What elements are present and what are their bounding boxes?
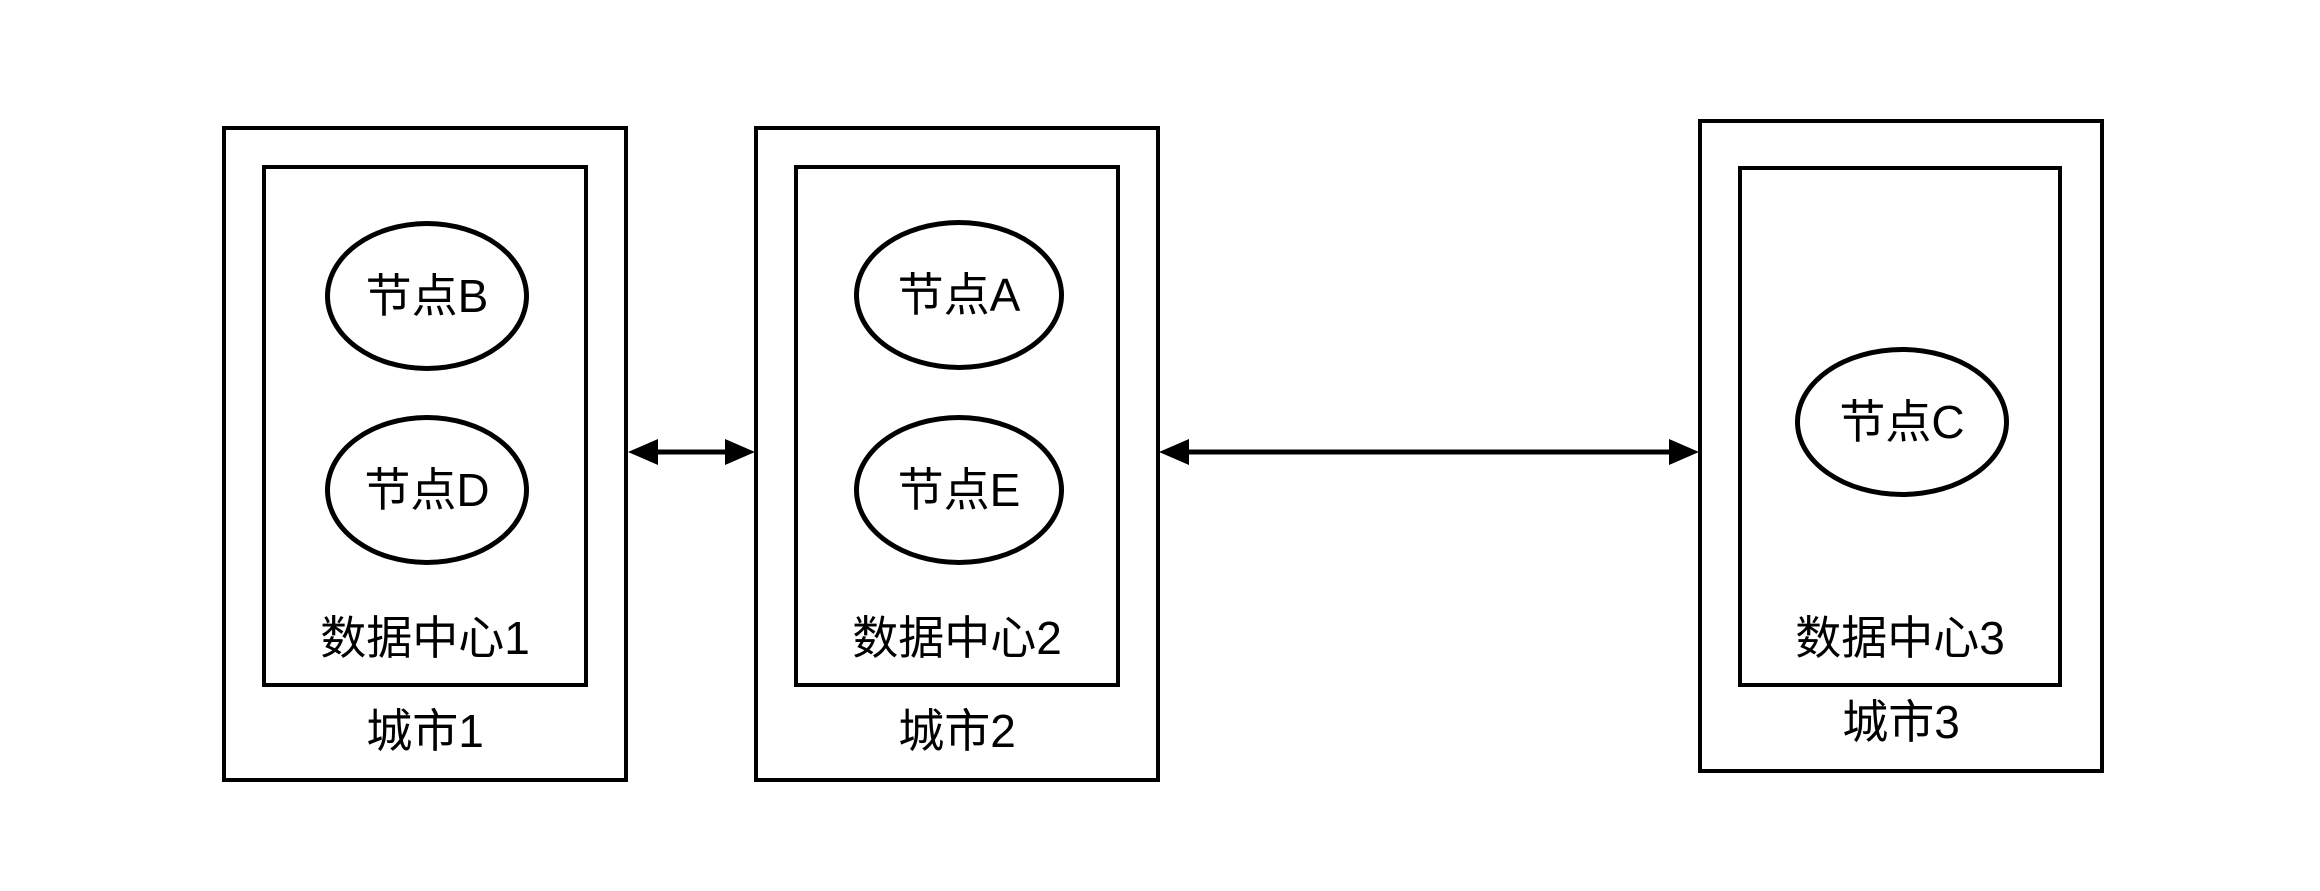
node-a-ellipse: 节点A [854, 220, 1064, 370]
node-e-ellipse: 节点E [854, 415, 1064, 565]
node-d-label: 节点D [364, 464, 490, 516]
city-3-label: 城市3 [1842, 696, 1960, 749]
city-2-box: 节点A 节点E 数据中心2 城市2 [754, 126, 1160, 782]
node-d-ellipse: 节点D [325, 415, 529, 565]
datacenter-3-box: 节点C 数据中心3 [1738, 166, 2062, 687]
node-b-ellipse: 节点B [325, 221, 529, 371]
arrowhead-right-icon [1669, 439, 1699, 465]
arrow-line [1183, 449, 1675, 455]
city-1-label: 城市1 [366, 705, 484, 758]
datacenter-2-label: 数据中心2 [852, 612, 1062, 665]
city-2-label: 城市2 [898, 705, 1016, 758]
city-3-box: 节点C 数据中心3 城市3 [1698, 119, 2104, 773]
datacenter-1-box: 节点B 节点D 数据中心1 [262, 165, 588, 687]
node-e-label: 节点E [897, 464, 1021, 516]
node-b-label: 节点B [365, 270, 489, 322]
arrow-city2-city3 [1159, 439, 1699, 465]
node-a-label: 节点A [897, 269, 1021, 321]
datacenter-1-label: 数据中心1 [320, 612, 530, 665]
datacenter-3-label: 数据中心3 [1795, 612, 2005, 665]
node-c-ellipse: 节点C [1795, 347, 2009, 497]
node-c-label: 节点C [1839, 396, 1965, 448]
arrow-line [652, 449, 731, 455]
arrowhead-right-icon [725, 439, 755, 465]
datacenter-2-box: 节点A 节点E 数据中心2 [794, 165, 1120, 687]
arrow-city1-city2 [628, 439, 755, 465]
city-1-box: 节点B 节点D 数据中心1 城市1 [222, 126, 628, 782]
